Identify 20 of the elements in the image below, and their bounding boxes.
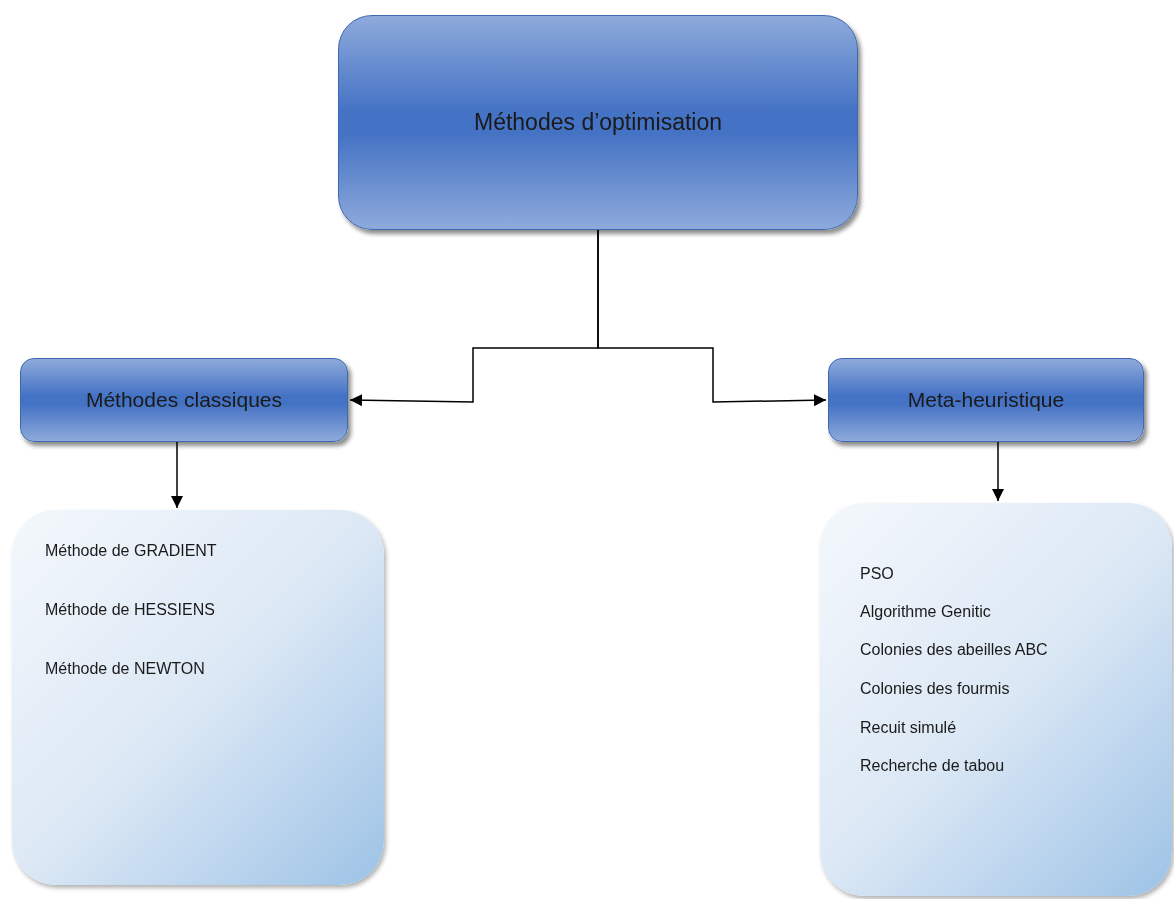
list-item: Méthode de HESSIENS xyxy=(45,601,215,619)
box-title: Méthodes d’optimisation xyxy=(474,109,722,136)
list-item: Colonies des fourmis xyxy=(860,680,1010,698)
list-item: Recherche de tabou xyxy=(860,757,1005,775)
list-box xyxy=(12,510,384,885)
list-item: Recuit simulé xyxy=(860,719,957,737)
list-box xyxy=(820,503,1172,896)
category-box xyxy=(828,358,1144,442)
category-box xyxy=(20,358,348,442)
list-item: Colonies des abeilles ABC xyxy=(860,641,1048,659)
box-title: Meta-heuristique xyxy=(907,388,1065,412)
connector-arrow xyxy=(992,441,1004,502)
list-item: Algorithme Genitic xyxy=(860,603,991,621)
connector-arrow xyxy=(171,441,183,509)
list-item: PSO xyxy=(860,565,894,583)
list-item: Méthode de GRADIENT xyxy=(45,542,217,560)
box-title: Méthodes classiques xyxy=(85,388,283,412)
list-item: Méthode de NEWTON xyxy=(45,660,205,678)
category-box xyxy=(338,15,858,230)
connector-arrow xyxy=(597,229,827,407)
